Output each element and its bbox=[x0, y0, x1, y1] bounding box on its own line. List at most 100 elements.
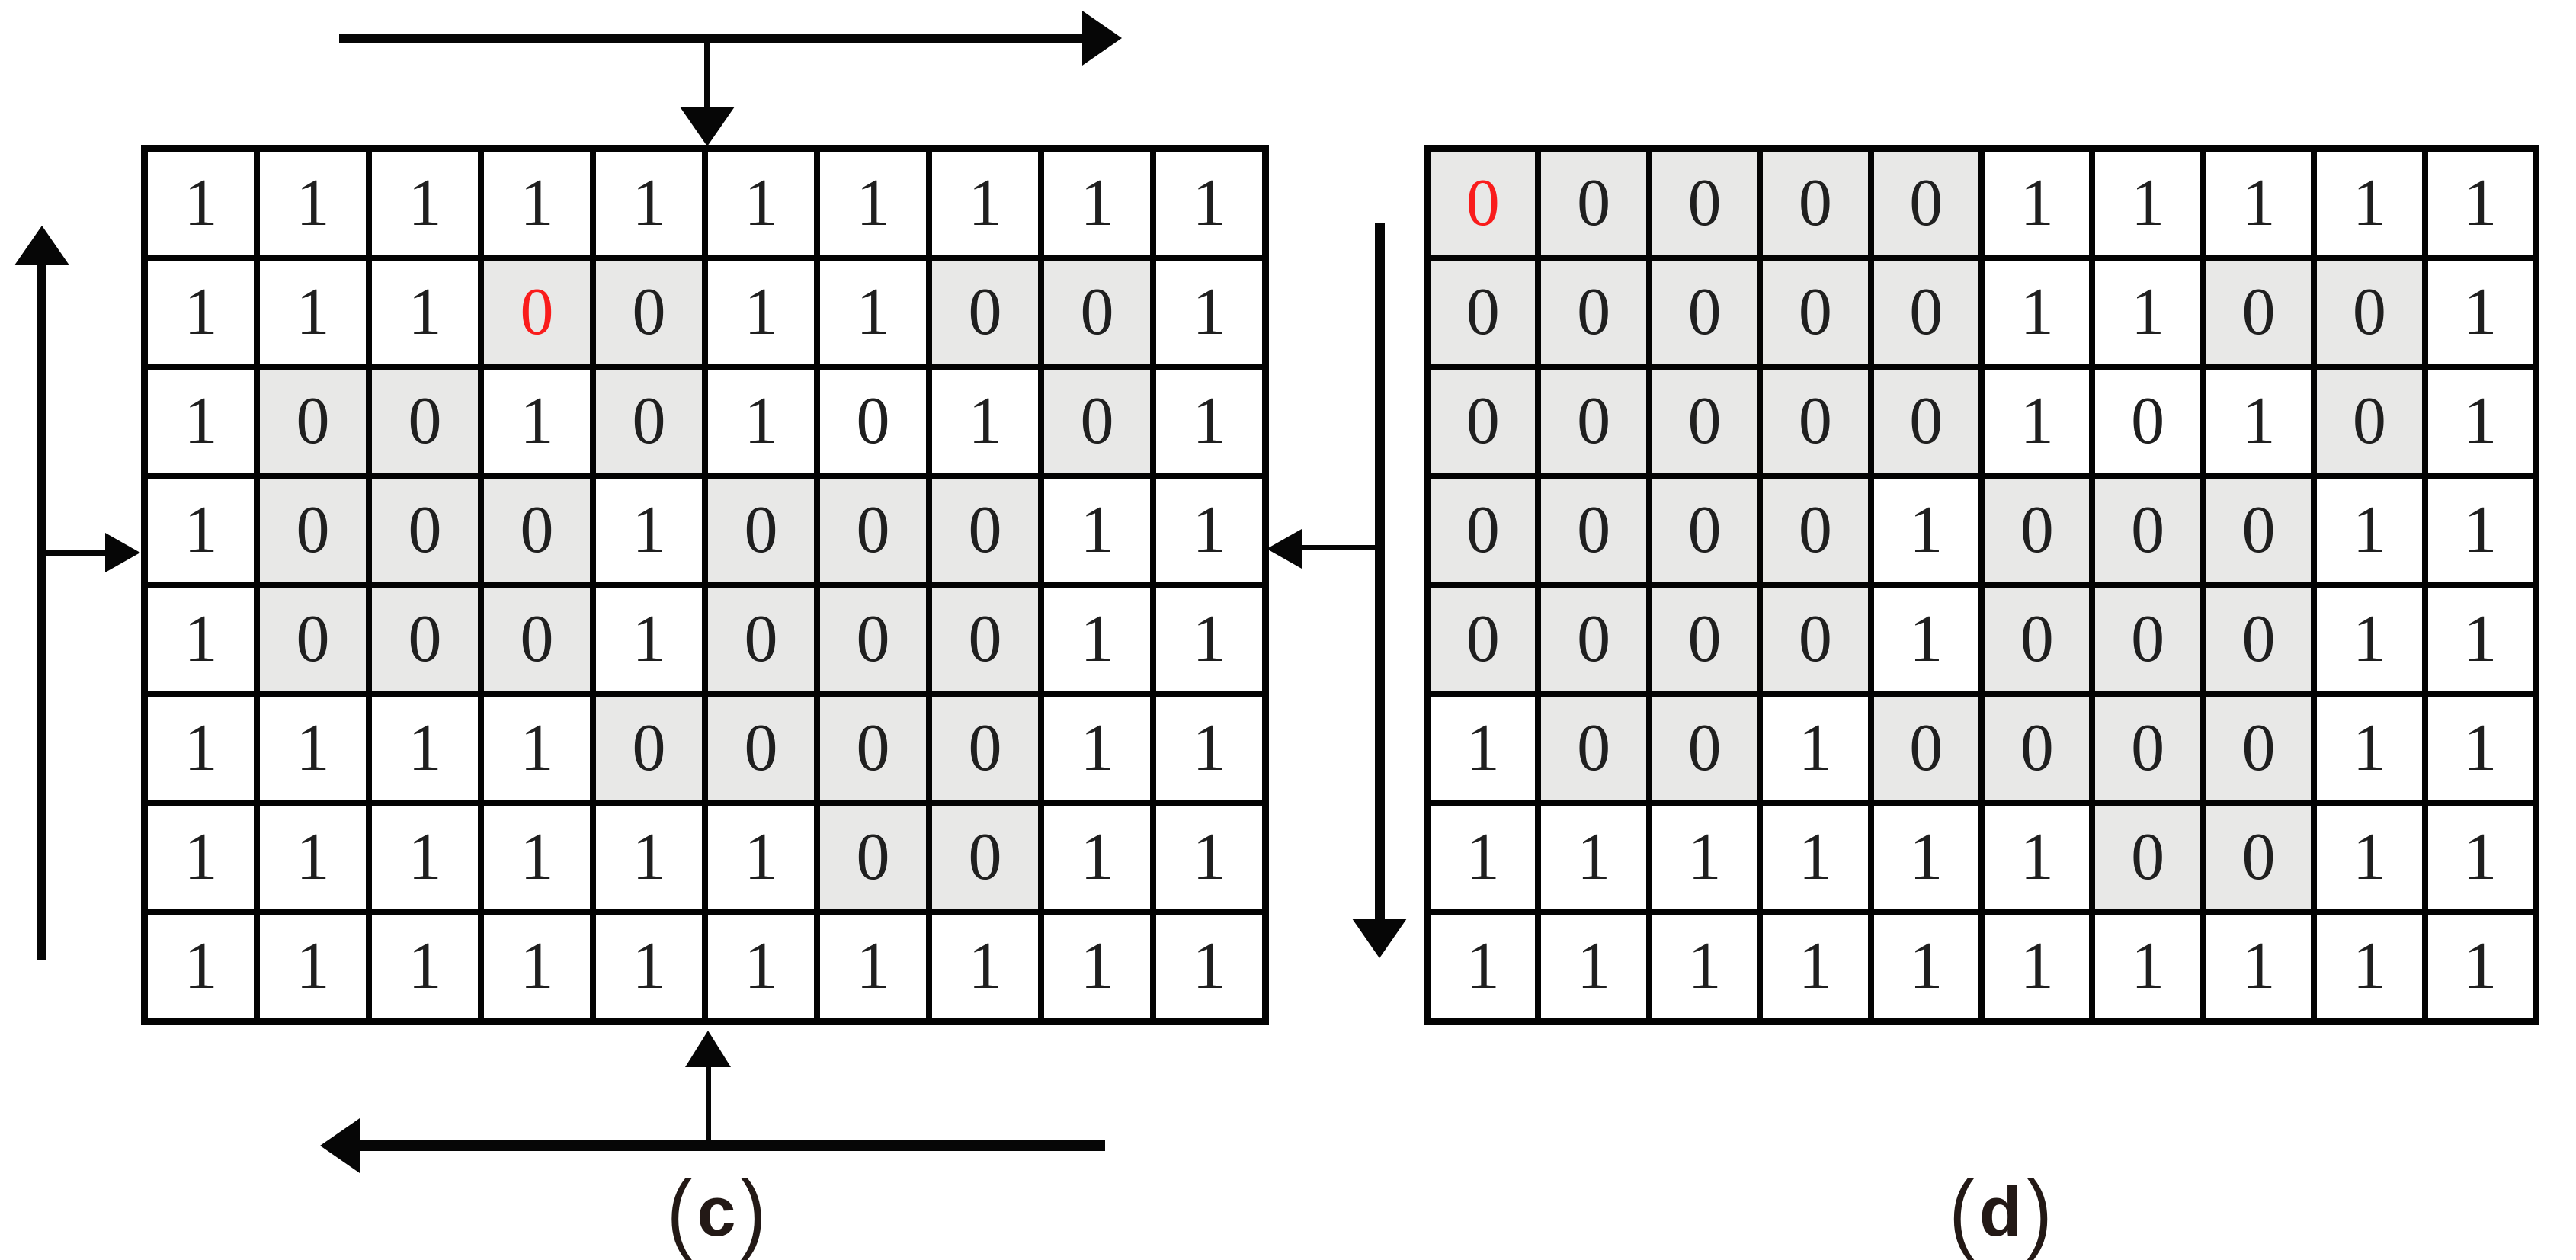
arrow-branch-line bbox=[704, 38, 710, 111]
grid-cell: 1 bbox=[372, 697, 478, 800]
grid-cell: 0 bbox=[1763, 479, 1868, 582]
grid-cell: 1 bbox=[2317, 479, 2422, 582]
grid-cell: 0 bbox=[2317, 261, 2422, 364]
grid-cell: 0 bbox=[2095, 697, 2200, 800]
grid-cell: 1 bbox=[932, 152, 1038, 255]
caption-c: (c) bbox=[633, 1162, 800, 1260]
grid-cell: 1 bbox=[260, 915, 366, 1018]
grid-cell: 0 bbox=[1984, 479, 2090, 582]
grid-cell: 1 bbox=[708, 915, 814, 1018]
grid-cell: 0 bbox=[2317, 370, 2422, 473]
grid-cell: 1 bbox=[1873, 915, 1978, 1018]
grid-cell: 1 bbox=[1984, 370, 2090, 473]
grid-cell: 1 bbox=[372, 915, 478, 1018]
grid-cell: 0 bbox=[2206, 588, 2312, 691]
arrowhead-down-icon bbox=[680, 107, 735, 146]
grid-cell: 0 bbox=[1763, 370, 1868, 473]
grid-cell: 1 bbox=[596, 588, 702, 691]
grid-cell: 0 bbox=[1541, 261, 1646, 364]
grid-cell: 1 bbox=[148, 588, 254, 691]
grid-cell: 1 bbox=[484, 915, 590, 1018]
seed-cell: 0 bbox=[484, 261, 590, 364]
grid-cell: 1 bbox=[148, 479, 254, 582]
grid-cell: 0 bbox=[820, 697, 926, 800]
grid-cell: 1 bbox=[1044, 915, 1150, 1018]
arrowhead-up-icon bbox=[685, 1031, 731, 1067]
seed-cell: 0 bbox=[1431, 152, 1536, 255]
grid-cell: 0 bbox=[1541, 370, 1646, 473]
grid-cell: 1 bbox=[1984, 915, 2090, 1018]
grid-cell: 0 bbox=[820, 370, 926, 473]
grid-cell: 0 bbox=[2206, 261, 2312, 364]
grid-cell: 1 bbox=[708, 261, 814, 364]
grid-cell: 1 bbox=[1984, 261, 2090, 364]
grid-cell: 1 bbox=[708, 806, 814, 909]
caption-paren: ) bbox=[2027, 1162, 2052, 1260]
grid-cell: 1 bbox=[1044, 152, 1150, 255]
grid-cell: 0 bbox=[1044, 370, 1150, 473]
grid-cell: 0 bbox=[372, 588, 478, 691]
arrowhead-right-icon bbox=[105, 533, 140, 572]
grid-cell: 0 bbox=[1652, 261, 1757, 364]
grid-cell: 1 bbox=[1156, 915, 1262, 1018]
grid-cell: 0 bbox=[2095, 370, 2200, 473]
arrowhead-down-icon bbox=[1352, 919, 1407, 958]
arrow-branch-line bbox=[706, 1066, 711, 1143]
grid-cell: 1 bbox=[148, 152, 254, 255]
grid-cell: 1 bbox=[1156, 152, 1262, 255]
arrowhead-right-icon bbox=[1082, 11, 1122, 66]
grid-cell: 0 bbox=[260, 370, 366, 473]
grid-cell: 1 bbox=[2427, 915, 2533, 1018]
grid-cell: 1 bbox=[820, 915, 926, 1018]
grid-cell: 0 bbox=[596, 261, 702, 364]
arrow-line bbox=[354, 1140, 1105, 1151]
grid-cell: 1 bbox=[260, 806, 366, 909]
grid-cell: 0 bbox=[2095, 479, 2200, 582]
grid-cell: 0 bbox=[1763, 152, 1868, 255]
grid-cell: 0 bbox=[932, 806, 1038, 909]
grid-cell: 1 bbox=[2317, 915, 2422, 1018]
grid-cell: 1 bbox=[2095, 261, 2200, 364]
grid-cell: 0 bbox=[1541, 479, 1646, 582]
grid-cell: 0 bbox=[2206, 479, 2312, 582]
grid-cell: 0 bbox=[820, 806, 926, 909]
grid-cell: 1 bbox=[932, 915, 1038, 1018]
grid-cell: 1 bbox=[820, 261, 926, 364]
grid-cell: 1 bbox=[1763, 915, 1868, 1018]
grid-cell: 0 bbox=[1431, 261, 1536, 364]
grid-cell: 1 bbox=[2427, 806, 2533, 909]
grid-cell: 1 bbox=[2095, 152, 2200, 255]
grid-cell: 0 bbox=[1431, 479, 1536, 582]
grid-cell: 0 bbox=[1652, 479, 1757, 582]
grid-cell: 0 bbox=[1984, 697, 2090, 800]
grid-cell: 0 bbox=[2095, 588, 2200, 691]
caption-paren: ( bbox=[667, 1162, 693, 1260]
grid-cell: 0 bbox=[1763, 261, 1868, 364]
grid-cell: 1 bbox=[148, 697, 254, 800]
caption-d: (d) bbox=[1917, 1162, 2084, 1260]
grid-cell: 1 bbox=[1873, 479, 1978, 582]
grid-cell: 1 bbox=[1652, 806, 1757, 909]
grid-cell: 0 bbox=[596, 697, 702, 800]
grid-cell: 0 bbox=[820, 588, 926, 691]
grid-cell: 0 bbox=[1541, 697, 1646, 800]
grid-cell: 1 bbox=[1431, 806, 1536, 909]
grid-cell: 1 bbox=[372, 261, 478, 364]
grid-cell: 0 bbox=[1541, 588, 1646, 691]
grid-cell: 1 bbox=[1763, 697, 1868, 800]
grid-cell: 1 bbox=[148, 370, 254, 473]
arrow-branch-line bbox=[1290, 545, 1379, 550]
arrow-line bbox=[1375, 223, 1385, 922]
arrowhead-up-icon bbox=[14, 226, 69, 265]
grid-cell: 1 bbox=[2427, 588, 2533, 691]
grid-cell: 0 bbox=[1652, 588, 1757, 691]
grid-cell: 0 bbox=[1873, 370, 1978, 473]
grid-cell: 1 bbox=[2317, 697, 2422, 800]
arrow-branch-line bbox=[42, 550, 114, 556]
arrow-line bbox=[37, 259, 46, 960]
grid-cell: 1 bbox=[2427, 370, 2533, 473]
grid-cell: 0 bbox=[260, 588, 366, 691]
grid-cell: 1 bbox=[596, 915, 702, 1018]
